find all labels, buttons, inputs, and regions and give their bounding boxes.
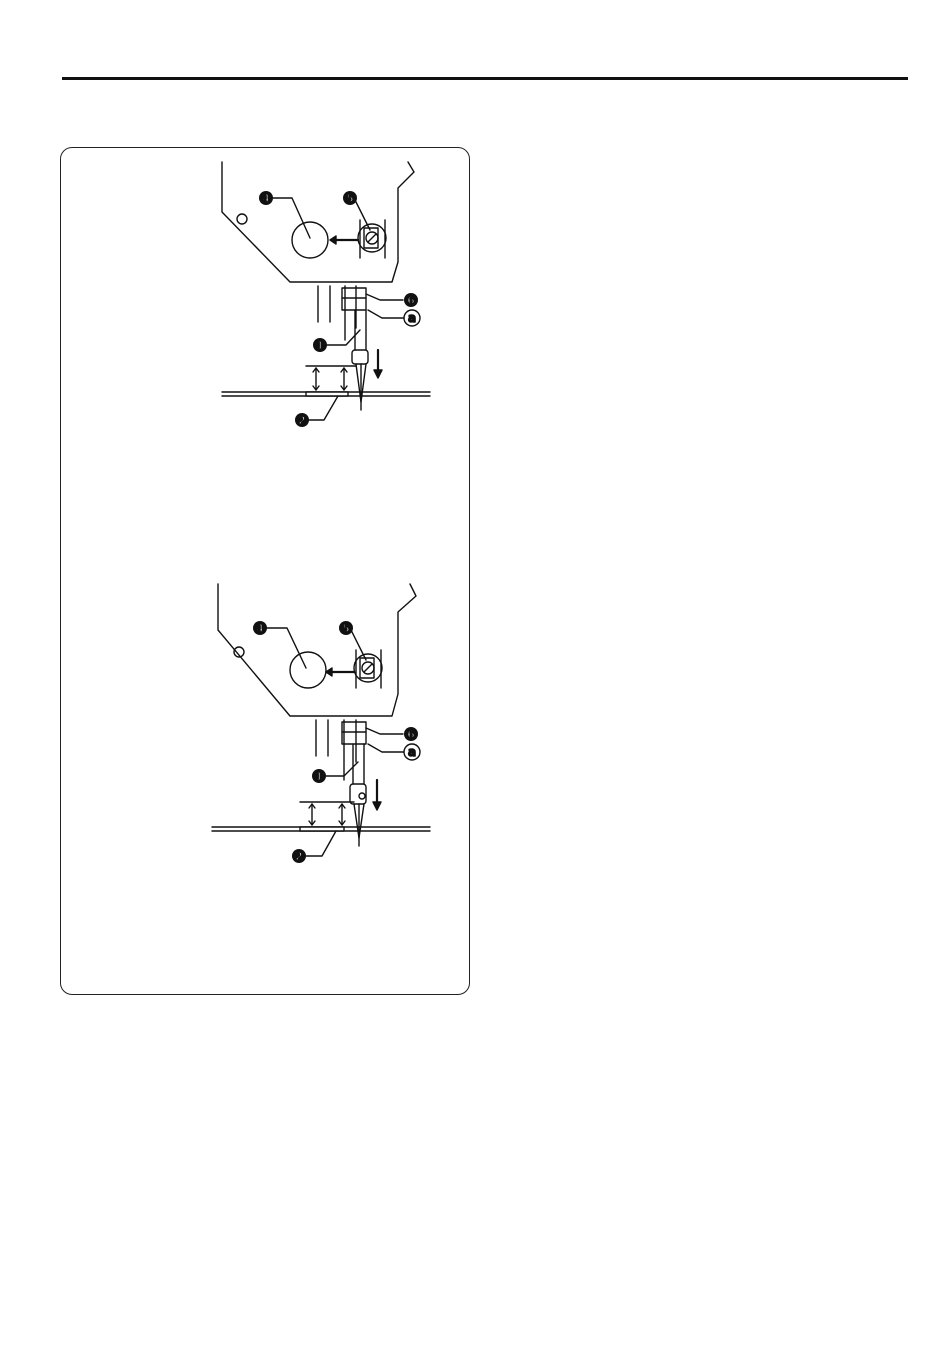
callout-1: 1 — [312, 769, 326, 783]
svg-text:4: 4 — [256, 622, 264, 635]
callout-a: a — [404, 744, 420, 760]
svg-text:5: 5 — [342, 622, 350, 635]
leader-5 — [350, 628, 366, 660]
cover-cap — [290, 652, 326, 688]
svg-text:a: a — [408, 745, 416, 759]
callout-6: 6 — [404, 727, 418, 741]
needle-bar — [353, 744, 364, 784]
callout-4: 4 — [253, 621, 267, 635]
dimension-lines — [300, 802, 354, 825]
needle-plate-insert — [300, 827, 344, 831]
leader-2 — [306, 831, 336, 856]
leader-a — [368, 744, 404, 752]
callout-2: 2 — [292, 849, 306, 863]
svg-text:1: 1 — [315, 770, 323, 783]
svg-text:2: 2 — [295, 850, 303, 863]
machine-head-outline — [218, 584, 416, 716]
leader-4 — [266, 628, 306, 668]
leader-6 — [366, 728, 403, 734]
callout-5: 5 — [339, 621, 353, 635]
needle-bar-block — [342, 722, 366, 744]
svg-text:6: 6 — [407, 728, 415, 741]
